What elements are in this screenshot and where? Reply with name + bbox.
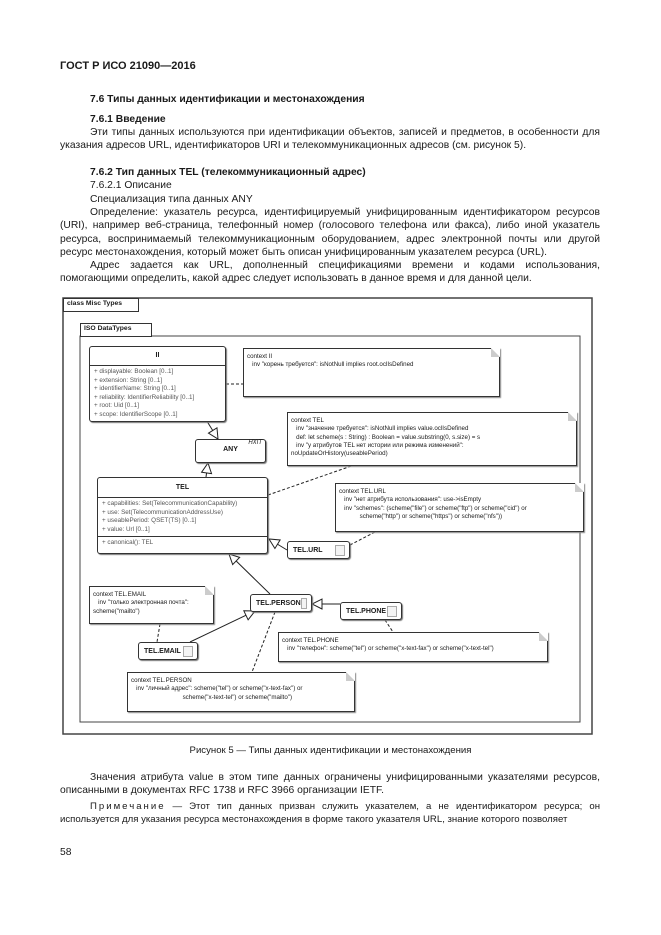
paragraph: Значения атрибута value в этом типе данн… xyxy=(60,772,600,797)
subsection-title: 7.6.2.1 Описание xyxy=(90,180,172,191)
class-name: TEL.EMAIL xyxy=(144,647,181,655)
document-header: ГОСТ Р ИСО 21090—2016 xyxy=(60,60,196,72)
document-icon xyxy=(300,597,307,609)
class-any[interactable]: HXIT ANY xyxy=(195,439,266,463)
note-paragraph: Примечание — Этот тип данных призван слу… xyxy=(60,800,600,827)
package-label: ISO DataTypes xyxy=(80,323,152,337)
note-tel-person: context TEL.PERSON inv "личный адрес": s… xyxy=(127,672,355,712)
section-title: 7.6 Типы данных идентификации и местонах… xyxy=(90,94,365,105)
subsection-title: 7.6.2 Тип данных TEL (телекоммуникационн… xyxy=(90,167,366,178)
paragraph: Определение: указатель ресурса, идентифи… xyxy=(60,207,600,259)
page-number: 58 xyxy=(60,847,72,858)
generalization-tel-any xyxy=(206,463,208,478)
class-name: II xyxy=(90,347,225,366)
generalization-person-tel xyxy=(229,554,271,595)
class-attribute: + capabilities: Set(TelecommunicationCap… xyxy=(102,500,238,507)
class-attribute: + displayable: Boolean [0..1] xyxy=(94,368,174,375)
note-ii: context II inv "корень требуется": isNot… xyxy=(243,348,500,397)
class-attribute: + extension: String [0..1] xyxy=(94,376,163,384)
figure-caption: Рисунок 5 — Типы данных идентификации и … xyxy=(189,745,472,756)
note-text: — Этот тип данных призван служить указат… xyxy=(60,801,600,826)
generalization-url-tel xyxy=(269,539,288,551)
class-attribute: + identifierName: String [0..1] xyxy=(94,385,176,393)
frame-label: class Misc Types xyxy=(63,298,139,312)
class-attribute: + reliability: IdentifierReliability [0.… xyxy=(94,393,195,401)
class-name: ANY xyxy=(223,446,238,453)
class-attribute: + use: Set(TelecommunicationAddressUse) xyxy=(102,508,223,516)
class-tel-phone[interactable]: TEL.PHONE xyxy=(340,602,402,620)
class-tel-email[interactable]: TEL.EMAIL xyxy=(138,642,198,660)
class-tel-url[interactable]: TEL.URL xyxy=(287,541,350,559)
note-tel-email: context TEL.EMAIL inv "только электронна… xyxy=(89,586,214,624)
note-tel: context TEL inv "значение требуется": is… xyxy=(287,412,577,466)
paragraph: Адрес задается как URL, дополненный спец… xyxy=(60,260,600,285)
class-name: TEL xyxy=(98,478,267,498)
class-tel[interactable]: TEL + capabilities: Set(Telecommunicatio… xyxy=(97,477,268,554)
class-attribute: + value: Url [0..1] xyxy=(102,525,150,533)
class-name: TEL.URL xyxy=(293,546,323,554)
class-name: TEL.PHONE xyxy=(346,607,387,615)
note-tel-url: context TEL.URL inv "нет атрибута исполь… xyxy=(335,483,584,532)
note-label: Примечание xyxy=(90,801,166,812)
paragraph: Специализация типа данных ANY xyxy=(90,194,253,205)
class-attribute: + root: Uid [0..1] xyxy=(94,402,139,410)
class-operation: + canonical(): TEL xyxy=(102,539,154,547)
paragraph: Эти типы данных используются при идентиф… xyxy=(60,127,600,152)
document-icon xyxy=(183,645,193,657)
class-name: TEL.PERSON xyxy=(256,599,301,607)
class-attribute: + scope: IdentifierScope [0..1] xyxy=(94,410,178,418)
class-stereotype: HXIT xyxy=(248,440,262,446)
class-attribute: + useablePeriod: QSET(TS) [0..1] xyxy=(102,517,197,525)
note-tel-phone: context TEL.PHONE inv "телефон": scheme(… xyxy=(278,632,548,662)
class-tel-person[interactable]: TEL.PERSON xyxy=(250,594,312,612)
class-ii[interactable]: II + displayable: Boolean [0..1] + exten… xyxy=(89,346,226,422)
document-icon xyxy=(335,544,345,556)
generalization-email-person xyxy=(189,611,255,643)
subsection-title: 7.6.1 Введение xyxy=(90,114,166,125)
document-icon xyxy=(387,605,397,617)
